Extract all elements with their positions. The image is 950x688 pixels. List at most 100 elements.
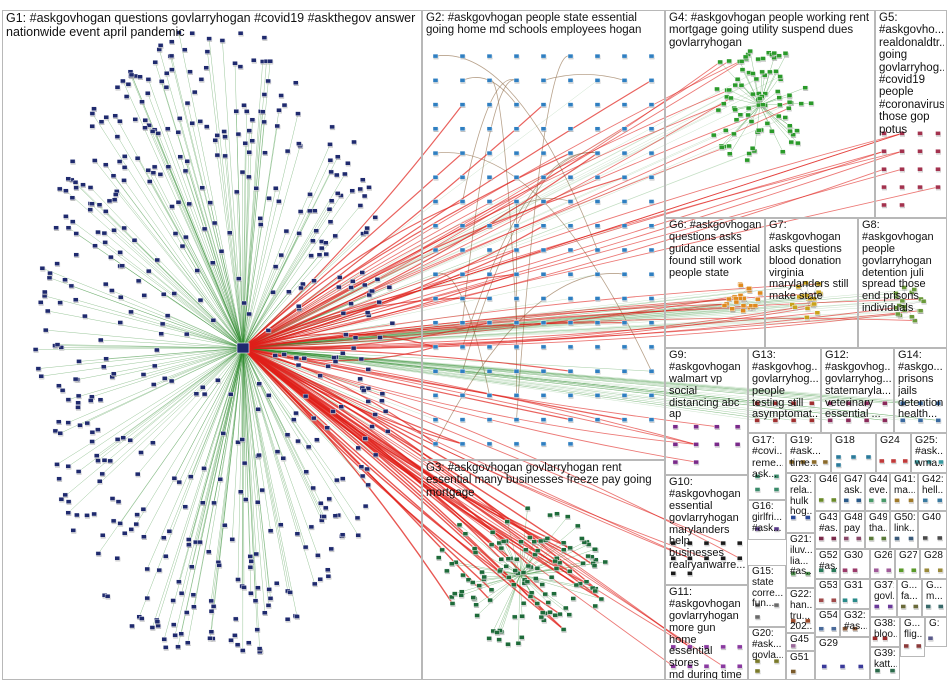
node[interactable] [721, 101, 727, 106]
node[interactable] [239, 437, 246, 442]
node[interactable] [573, 582, 580, 588]
node[interactable] [332, 233, 338, 239]
node[interactable] [486, 441, 493, 447]
node[interactable] [560, 627, 567, 632]
node[interactable] [39, 266, 46, 271]
node[interactable] [233, 109, 240, 114]
node[interactable] [120, 435, 126, 440]
node[interactable] [780, 149, 786, 154]
node[interactable] [257, 216, 263, 221]
node[interactable] [69, 195, 76, 201]
node[interactable] [270, 290, 276, 295]
node[interactable] [75, 405, 81, 410]
node[interactable] [621, 272, 628, 277]
node[interactable] [335, 154, 341, 160]
node[interactable] [542, 591, 548, 597]
node[interactable] [567, 369, 574, 374]
node[interactable] [561, 547, 567, 552]
node[interactable] [621, 53, 628, 59]
node[interactable] [75, 469, 82, 474]
node[interactable] [520, 601, 527, 606]
node[interactable] [753, 76, 760, 82]
node[interactable] [389, 321, 396, 326]
node[interactable] [301, 356, 307, 361]
node[interactable] [486, 102, 493, 107]
node[interactable] [247, 565, 254, 570]
node[interactable] [166, 529, 173, 534]
node[interactable] [580, 561, 586, 566]
node[interactable] [538, 614, 545, 620]
node[interactable] [262, 610, 268, 615]
node[interactable] [545, 600, 551, 605]
node[interactable] [58, 497, 65, 502]
node[interactable] [57, 186, 63, 192]
node[interactable] [432, 344, 439, 350]
node[interactable] [149, 625, 156, 630]
node[interactable] [278, 252, 284, 258]
node[interactable] [540, 150, 547, 156]
node[interactable] [253, 186, 260, 191]
node[interactable] [723, 128, 729, 133]
node[interactable] [350, 345, 357, 351]
node[interactable] [101, 458, 108, 463]
node[interactable] [169, 39, 175, 44]
node[interactable] [621, 393, 628, 398]
node[interactable] [145, 77, 152, 82]
node[interactable] [232, 61, 238, 66]
node[interactable] [553, 566, 560, 571]
node[interactable] [73, 252, 80, 257]
node[interactable] [266, 393, 272, 398]
node[interactable] [163, 71, 170, 76]
node[interactable] [246, 150, 253, 155]
node[interactable] [594, 320, 601, 325]
node[interactable] [182, 168, 189, 174]
node[interactable] [246, 311, 252, 317]
node[interactable] [302, 393, 309, 399]
node[interactable] [534, 548, 541, 553]
node[interactable] [456, 522, 463, 528]
node[interactable] [293, 80, 299, 86]
node[interactable] [382, 409, 389, 414]
node[interactable] [476, 583, 482, 588]
node[interactable] [176, 30, 182, 35]
node[interactable] [307, 208, 313, 214]
node[interactable] [500, 539, 507, 544]
node[interactable] [589, 585, 596, 591]
node[interactable] [352, 335, 359, 340]
node[interactable] [187, 474, 194, 479]
node[interactable] [65, 420, 71, 425]
node[interactable] [899, 131, 905, 136]
node[interactable] [917, 166, 923, 172]
node[interactable] [458, 593, 464, 598]
node[interactable] [432, 126, 439, 132]
node[interactable] [252, 598, 259, 603]
node[interactable] [513, 393, 520, 398]
node[interactable] [327, 142, 333, 147]
node[interactable] [296, 141, 302, 146]
node[interactable] [157, 172, 164, 177]
node[interactable] [513, 296, 520, 301]
node[interactable] [208, 609, 215, 614]
node[interactable] [274, 449, 281, 454]
node[interactable] [65, 510, 72, 515]
node[interactable] [266, 195, 272, 201]
node[interactable] [327, 158, 334, 163]
node[interactable] [756, 91, 762, 96]
node[interactable] [89, 111, 96, 116]
node[interactable] [226, 230, 233, 236]
node[interactable] [374, 277, 381, 282]
node[interactable] [372, 452, 379, 458]
node[interactable] [719, 145, 725, 150]
node[interactable] [899, 149, 905, 154]
node[interactable] [164, 126, 171, 131]
node[interactable] [345, 160, 351, 166]
node[interactable] [179, 243, 186, 249]
node[interactable] [486, 126, 493, 132]
node[interactable] [221, 129, 227, 134]
node[interactable] [175, 644, 181, 649]
node[interactable] [184, 100, 191, 106]
node[interactable] [175, 129, 182, 135]
node[interactable] [591, 563, 598, 568]
node[interactable] [144, 566, 150, 572]
node[interactable] [364, 466, 370, 472]
